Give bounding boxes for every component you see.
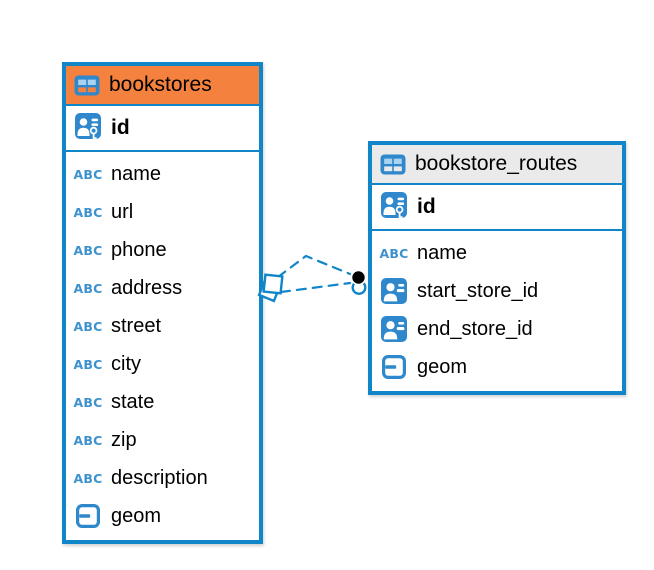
text-icon-box: ABC (72, 281, 104, 296)
primary-key-icon (381, 191, 407, 222)
text-icon-box: ABC (72, 167, 104, 182)
primary-key-icon-box (72, 112, 104, 144)
relationship-line-end-store[interactable] (279, 281, 352, 294)
column-row-city[interactable]: ABC city (66, 345, 259, 383)
reference-icon (381, 316, 407, 342)
table-header[interactable]: bookstore_routes (372, 145, 622, 185)
column-name: name (417, 241, 468, 264)
table-icon (380, 154, 406, 174)
text-type-icon: ABC (379, 245, 409, 261)
column-row-zip[interactable]: ABC zip (66, 421, 259, 459)
column-name: end_store_id (417, 317, 533, 340)
column-row-id[interactable]: id (66, 106, 259, 152)
text-type-icon: ABC (73, 470, 103, 486)
text-type-icon: ABC (73, 204, 103, 220)
text-type-icon: ABC (73, 242, 103, 258)
column-name: start_store_id (417, 279, 539, 302)
column-name: geom (417, 355, 468, 378)
column-row-description[interactable]: ABC description (66, 459, 259, 497)
column-name: state (111, 390, 155, 413)
geometry-type-icon (382, 355, 406, 379)
column-name: url (111, 200, 134, 223)
column-row-phone[interactable]: ABC phone (66, 231, 259, 269)
table-title: bookstore_routes (415, 152, 578, 175)
column-row-street[interactable]: ABC street (66, 307, 259, 345)
column-row-id[interactable]: id (372, 185, 622, 231)
text-icon-box: ABC (72, 243, 104, 258)
relationship-line-start-store[interactable] (276, 254, 352, 279)
text-type-icon: ABC (73, 432, 103, 448)
text-type-icon: ABC (73, 356, 103, 372)
column-row-geom[interactable]: geom (66, 497, 259, 535)
primary-key-icon-box (378, 191, 410, 223)
table-title: bookstores (109, 73, 212, 96)
column-name: name (111, 162, 162, 185)
column-name: street (111, 314, 162, 337)
text-type-icon: ABC (73, 280, 103, 296)
reference-icon-box (378, 316, 410, 342)
text-icon-box: ABC (72, 433, 104, 448)
column-row-end_store_id[interactable]: end_store_id (372, 310, 622, 348)
column-name: id (111, 116, 130, 139)
column-name: description (111, 466, 208, 489)
primary-key-icon (75, 112, 101, 143)
column-name: id (417, 195, 436, 218)
text-type-icon: ABC (73, 394, 103, 410)
text-type-icon: ABC (73, 318, 103, 334)
entity-table-bookstore-routes[interactable]: bookstore_routes id ABC name start_store_i… (368, 141, 626, 395)
column-row-name[interactable]: ABC name (372, 234, 622, 272)
column-row-state[interactable]: ABC state (66, 383, 259, 421)
column-name: zip (111, 428, 137, 451)
text-icon-box: ABC (72, 357, 104, 372)
table-header[interactable]: bookstores (66, 66, 259, 106)
text-icon-box: ABC (72, 471, 104, 486)
geometry-icon-box (72, 504, 104, 528)
reference-icon (381, 278, 407, 304)
column-row-url[interactable]: ABC url (66, 193, 259, 231)
text-icon-box: ABC (378, 246, 410, 261)
column-name: geom (111, 504, 162, 527)
text-type-icon: ABC (73, 166, 103, 182)
column-row-start_store_id[interactable]: start_store_id (372, 272, 622, 310)
geometry-type-icon (76, 504, 100, 528)
geometry-icon-box (378, 355, 410, 379)
column-row-name[interactable]: ABC name (66, 155, 259, 193)
cardinality-dot-marker[interactable] (350, 269, 367, 296)
column-name: phone (111, 238, 167, 261)
text-icon-box: ABC (72, 205, 104, 220)
text-icon-box: ABC (72, 319, 104, 334)
column-name: address (111, 276, 183, 299)
column-name: city (111, 352, 141, 375)
table-icon (74, 75, 100, 95)
column-row-address[interactable]: ABC address (66, 269, 259, 307)
column-row-geom[interactable]: geom (372, 348, 622, 386)
reference-icon-box (378, 278, 410, 304)
text-icon-box: ABC (72, 395, 104, 410)
